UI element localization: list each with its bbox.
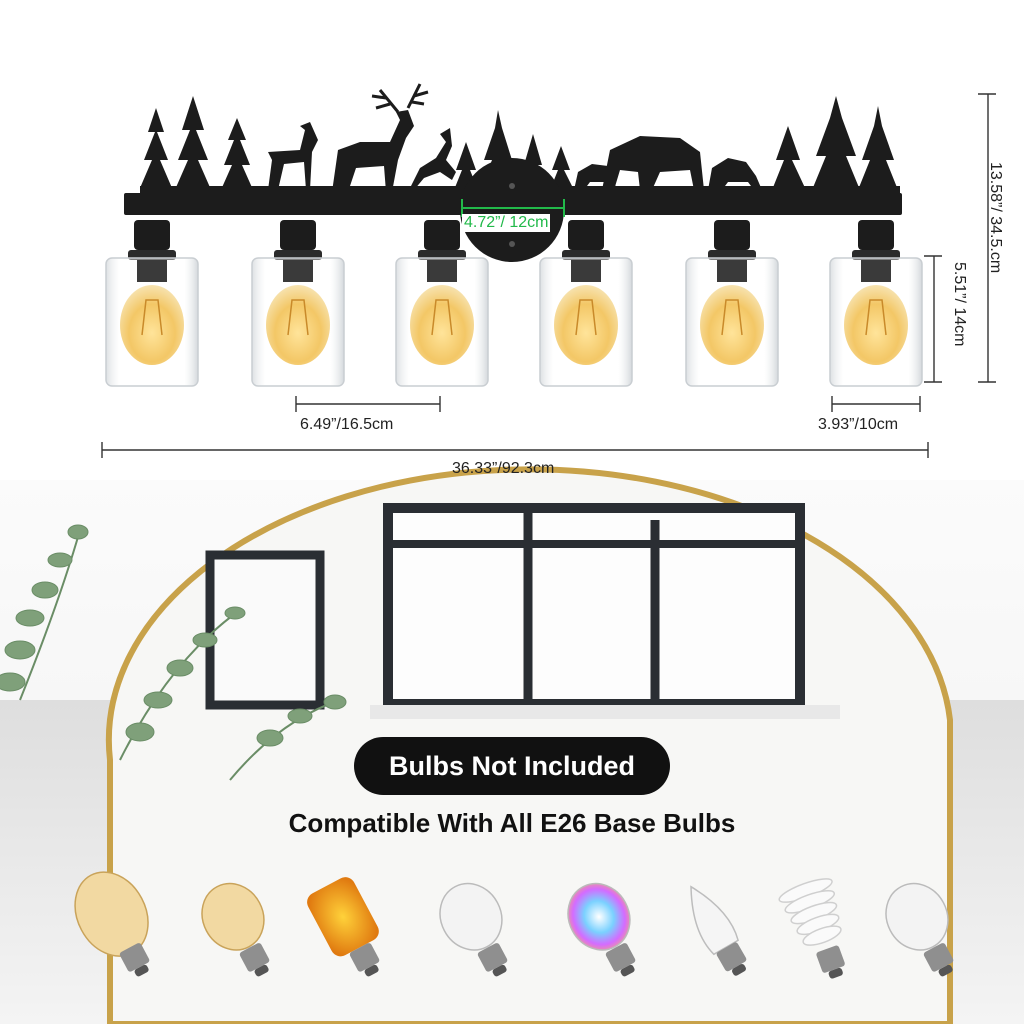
- compatibility-text: Compatible With All E26 Base Bulbs: [288, 808, 736, 838]
- lamp-shade: [829, 220, 923, 387]
- shade-height-label: 5.51”/ 14cm: [951, 262, 968, 347]
- edison-st64-bulb-icon: [74, 871, 150, 977]
- compatible-bulbs-row: [74, 871, 954, 979]
- rgb-smart-bulb-icon: [567, 882, 636, 977]
- shade-width-label: 3.93”/10cm: [818, 416, 899, 433]
- lamp-shade: [251, 220, 345, 387]
- edison-st58-bulb-icon: [201, 882, 270, 977]
- backplate-width-label: 4.72”/ 12cm: [462, 214, 551, 232]
- flame-effect-bulb-icon: [307, 877, 380, 977]
- eucalyptus-plant: [0, 524, 347, 781]
- clear-st58-bulb-icon: [439, 882, 508, 977]
- lamp-shade: [685, 220, 779, 387]
- total-height-label: 13.58”/ 34.5.cm: [987, 162, 1004, 274]
- lamp-shade: [105, 220, 199, 387]
- dimension-lines: [101, 93, 996, 458]
- bulbs-not-included-badge: Bulbs Not Included: [354, 737, 670, 795]
- lamp-shade: [539, 220, 633, 387]
- fixture-backplate: [460, 158, 564, 262]
- window-reflection: [383, 503, 805, 709]
- lamp-shade: [395, 220, 489, 387]
- candle-bulb-icon: [690, 885, 747, 976]
- fixture-lamps: [105, 220, 923, 387]
- spacing-label: 6.49”/16.5cm: [300, 416, 394, 433]
- led-a19-bulb-icon: [885, 882, 954, 977]
- spiral-cfl-bulb-icon: [778, 878, 845, 979]
- total-width-label: 36.33”/92.3cm: [452, 460, 555, 477]
